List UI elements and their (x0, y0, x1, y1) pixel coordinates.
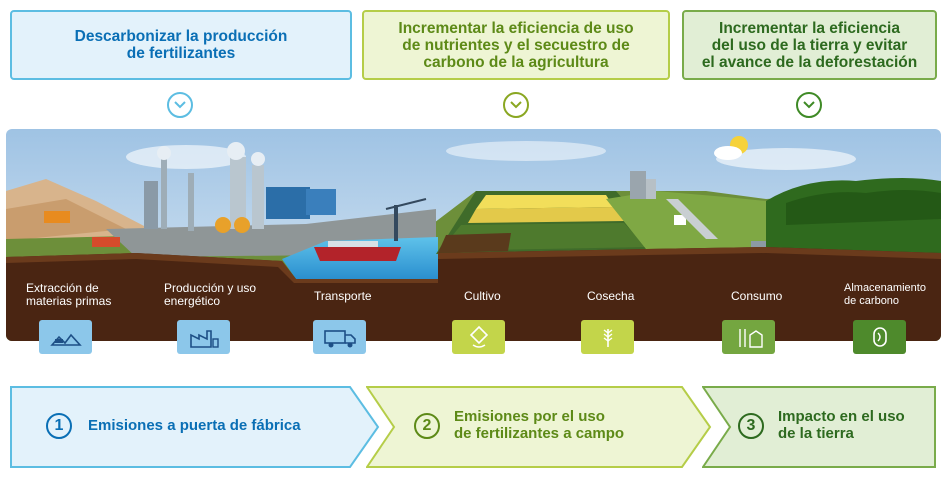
chevron-down-icon (796, 92, 822, 118)
stage-label-line: Transporte (314, 289, 372, 303)
objective-nutrient-efficiency: Incrementar la eficiencia de uso de nutr… (362, 10, 670, 80)
value-chain-landscape (6, 129, 941, 341)
carbon-loop-icon (853, 320, 906, 354)
mining-excavator-icon (39, 320, 92, 354)
truck-icon (313, 320, 366, 354)
stage-label-line: Cosecha (587, 289, 635, 303)
chevron-down-icon (167, 92, 193, 118)
objective-decarbonize-production: Descarbonizar la producción de fertiliza… (10, 10, 352, 80)
stage-label-line: Cultivo (464, 289, 501, 303)
emission-stage-2: 2 Emisiones por el uso de fertilizantes … (366, 386, 712, 468)
factory-icon (177, 320, 230, 354)
stage-raw-material-extraction: Extracción de materias primas (26, 282, 111, 308)
stage-consumption: Consumo (731, 290, 782, 303)
step-text-1: Emisiones a puerta de fábrica (88, 417, 301, 434)
step-number-2: 2 (414, 413, 440, 439)
objective-2-line-1: Incrementar la eficiencia de uso (398, 19, 634, 37)
stage-label-line: Producción y uso (164, 281, 257, 295)
emission-stage-1: 1 Emisiones a puerta de fábrica (10, 386, 380, 468)
fertilizer-diamond-icon (452, 320, 505, 354)
objective-3-line-2: del uso de la tierra y evitar (711, 36, 908, 54)
stage-cultivation: Cultivo (464, 290, 501, 303)
landscape-illustration (6, 129, 941, 341)
objective-2-line-2: de nutrientes y el secuestro de (402, 36, 630, 54)
objective-land-use-efficiency: Incrementar la eficiencia del uso de la … (682, 10, 937, 80)
arrow-shape (702, 386, 936, 468)
step-number-3: 3 (738, 413, 764, 439)
objective-1-line-1: Descarbonizar la producción (74, 28, 288, 45)
objective-2-line-3: carbono de la agricultura (423, 53, 609, 71)
stage-harvest: Cosecha (587, 290, 634, 303)
stage-label-line: Consumo (731, 289, 783, 303)
step-text-3: Impacto en el uso de la tierra (778, 408, 905, 442)
stage-label-line: energético (164, 294, 221, 308)
step-text-line: Emisiones por el uso (454, 408, 605, 425)
stage-label-line: Extracción de (26, 281, 99, 295)
objective-1-line-2: de fertilizantes (126, 45, 236, 62)
arrow-shape (366, 386, 712, 468)
stage-transport: Transporte (314, 290, 372, 303)
step-text-line: Emisiones a puerta de fábrica (88, 417, 301, 434)
step-text-line: de la tierra (778, 425, 854, 442)
stage-production-energy: Producción y uso energético (164, 282, 256, 308)
stage-label-line: de carbono (844, 295, 900, 307)
stage-carbon-storage: Almacenamiento de carbono (844, 282, 926, 308)
step-text-line: Impacto en el uso (778, 408, 905, 425)
chevron-down-icon (503, 92, 529, 118)
emission-stage-3: 3 Impacto en el uso de la tierra (702, 386, 937, 468)
stage-label-line: Almacenamiento (844, 282, 926, 294)
arrow-shape (10, 386, 380, 468)
step-text-line: de fertilizantes a campo (454, 425, 625, 442)
step-text-2: Emisiones por el uso de fertilizantes a … (454, 408, 624, 442)
objective-3-line-1: Incrementar la eficiencia (719, 19, 900, 37)
wheat-icon (581, 320, 634, 354)
grain-silo-icon (722, 320, 775, 354)
stage-label-line: materias primas (26, 294, 112, 308)
step-number-1: 1 (46, 413, 72, 439)
objective-3-line-3: el avance de la deforestación (701, 53, 918, 71)
